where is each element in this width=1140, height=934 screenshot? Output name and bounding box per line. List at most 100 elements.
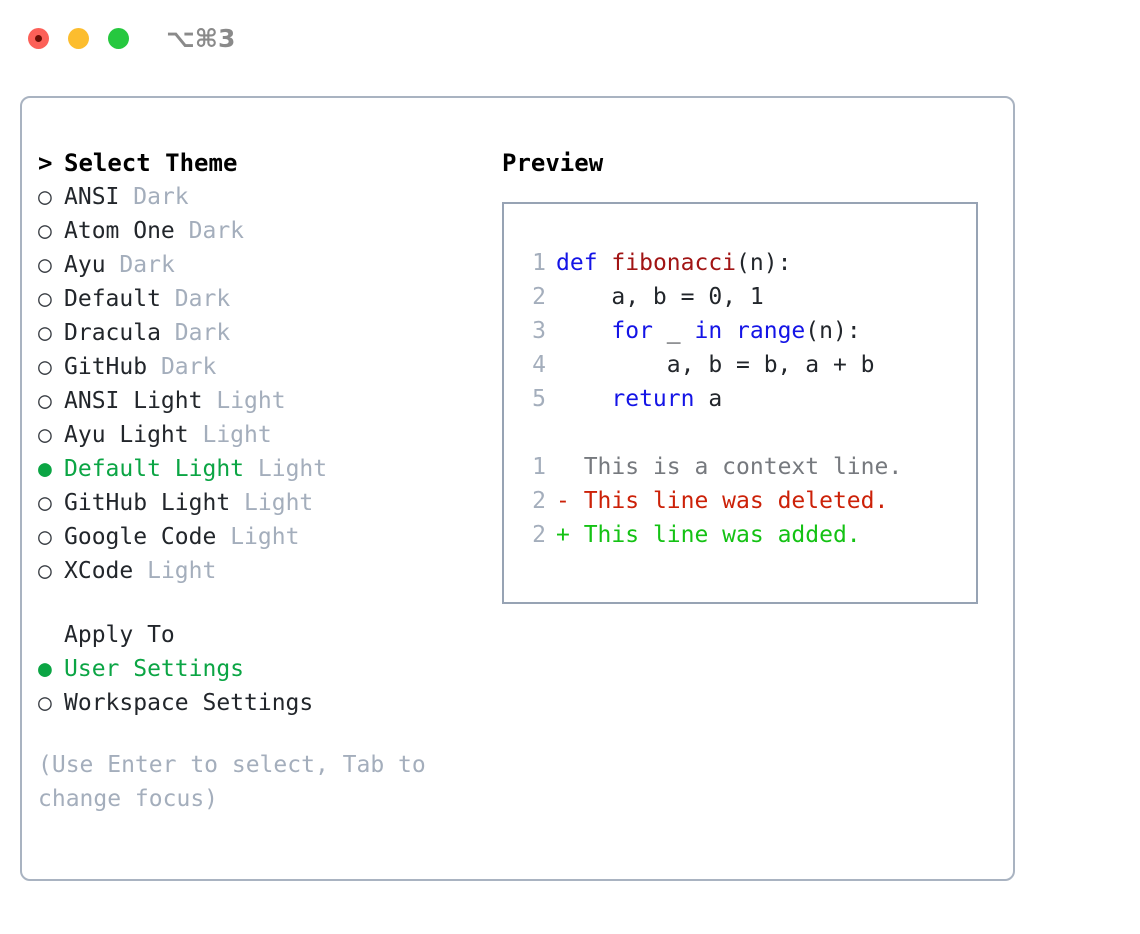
radio-unselected-icon: ○ <box>38 252 52 278</box>
close-window-indicator-icon <box>35 35 42 42</box>
theme-list-item[interactable]: ○ GitHub Dark <box>38 350 478 384</box>
code-line-number: 2 <box>532 284 546 310</box>
theme-item-gap <box>161 320 175 346</box>
code-token: return <box>611 386 695 412</box>
code-token: def <box>556 250 598 276</box>
theme-item-name: ANSI Light <box>64 388 203 414</box>
diff-line: 2+ This line was added. <box>512 518 972 552</box>
prompt-caret-icon: > <box>38 149 53 177</box>
radio-unselected-icon: ○ <box>38 388 52 414</box>
theme-item-gap <box>133 558 147 584</box>
theme-list-header-label: Select Theme <box>64 149 238 177</box>
code-token <box>598 250 612 276</box>
theme-list-item[interactable]: ○ Google Code Light <box>38 520 478 554</box>
diff-text: This line was deleted. <box>569 488 889 514</box>
theme-item-gap <box>161 286 175 312</box>
theme-item-name: Ayu <box>64 252 106 278</box>
code-line-number: 3 <box>532 318 546 344</box>
radio-unselected-icon: ○ <box>38 320 52 346</box>
minimize-window-button[interactable] <box>68 28 89 49</box>
theme-item-kind: Dark <box>174 320 231 346</box>
code-line: 5 return a <box>512 382 972 416</box>
theme-picker-panel: >Select Theme ○ANSI Dark○Atom One Dark○A… <box>20 96 1015 881</box>
diff-line-content: - This line was deleted. <box>556 488 888 514</box>
maximize-window-button[interactable] <box>108 28 129 49</box>
theme-list-item[interactable]: ○Default Dark <box>38 282 478 316</box>
theme-list-item[interactable]: ○ANSI Dark <box>38 180 478 214</box>
theme-item-gap <box>147 354 161 380</box>
radio-unselected-icon: ○ <box>38 184 52 210</box>
code-token: for <box>611 318 653 344</box>
theme-item-name: GitHub <box>64 354 148 380</box>
apply-to-header: ○Apply To <box>38 618 478 652</box>
theme-item-kind: Dark <box>188 218 245 244</box>
theme-item-name: Atom One <box>64 218 175 244</box>
apply-to-option[interactable]: ●User Settings <box>38 652 478 686</box>
theme-item-kind: Light <box>216 388 286 414</box>
theme-list-item[interactable]: ○ Ayu Dark <box>38 248 478 282</box>
theme-list-item[interactable]: ●Default Light Light <box>38 452 478 486</box>
theme-item-name: Google Code <box>64 524 217 550</box>
theme-item-gap <box>189 422 203 448</box>
code-diff-spacer <box>512 416 972 450</box>
theme-item-gap <box>202 388 216 414</box>
radio-unselected-icon: ○ <box>38 524 52 550</box>
theme-list-item[interactable]: ○ ANSI Light Light <box>38 384 478 418</box>
code-token: range <box>736 318 806 344</box>
theme-item-gap <box>175 218 189 244</box>
diff-line-number: 2 <box>532 522 546 548</box>
code-token: _ <box>652 318 695 344</box>
theme-item-kind: Light <box>257 456 328 482</box>
radio-unselected-icon: ○ <box>38 490 52 516</box>
radio-selected-icon: ● <box>38 456 52 482</box>
apply-to-option-list: ●User Settings ○ Workspace Settings <box>38 652 478 720</box>
radio-unselected-icon: ○ <box>38 218 52 244</box>
theme-item-kind: Dark <box>174 286 231 312</box>
code-line: 1 def fibonacci(n): <box>512 246 972 280</box>
diff-line: 1 This is a context line. <box>512 450 972 484</box>
code-token: a, b = 0, 1 <box>556 284 764 310</box>
theme-list-item[interactable]: ○GitHub Light Light <box>38 486 478 520</box>
diff-text: This is a context line. <box>569 454 903 480</box>
theme-item-name: Dracula <box>64 320 161 346</box>
theme-list-item[interactable]: ○ Dracula Dark <box>38 316 478 350</box>
code-token: a, b = b, a + b <box>556 352 875 378</box>
code-line: 4 a, b = b, a + b <box>512 348 972 382</box>
code-line-number: 4 <box>532 352 546 378</box>
apply-to-option-name: User Settings <box>64 656 245 682</box>
theme-list: ○ANSI Dark○Atom One Dark○Ayu Dark○Defaul… <box>38 180 478 588</box>
code-line-number: 1 <box>532 250 546 276</box>
code-line: 2 a, b = 0, 1 <box>512 280 972 314</box>
radio-unselected-icon: ○ <box>38 422 52 448</box>
theme-item-name: Ayu Light <box>64 422 189 448</box>
theme-item-kind: Dark <box>119 252 175 278</box>
theme-list-item[interactable]: ○XCode Light <box>38 554 478 588</box>
theme-item-name: GitHub Light <box>64 490 231 516</box>
theme-item-gap <box>244 456 258 482</box>
preview-column: Preview 1 def fibonacci(n): 2 a, b = 0, 1 3… <box>502 146 992 604</box>
theme-list-item[interactable]: ○ Atom One Dark <box>38 214 478 248</box>
theme-item-kind: Light <box>230 524 300 550</box>
theme-item-name: XCode <box>64 558 134 584</box>
preview-title: Preview <box>502 149 604 177</box>
theme-item-kind: Dark <box>160 354 217 380</box>
diff-line-content: This is a context line. <box>556 454 903 480</box>
theme-list-item[interactable]: ○ Ayu Light Light <box>38 418 478 452</box>
theme-item-kind: Light <box>202 422 272 448</box>
apply-to-option[interactable]: ○ Workspace Settings <box>38 686 478 720</box>
code-token: (n): <box>736 250 792 276</box>
code-token <box>556 318 611 344</box>
apply-to-option-name: Workspace Settings <box>64 690 314 716</box>
radio-unselected-icon: ○ <box>38 354 52 380</box>
radio-unselected-icon: ○ <box>38 690 52 716</box>
apply-to-bullet-placeholder: ○ <box>38 618 64 652</box>
code-token <box>722 318 736 344</box>
diff-text: This line was added. <box>569 522 861 548</box>
radio-unselected-icon: ○ <box>38 558 52 584</box>
hint-spacer <box>38 720 478 748</box>
diff-line-number: 2 <box>532 488 546 514</box>
code-token: fibonacci <box>611 250 737 276</box>
